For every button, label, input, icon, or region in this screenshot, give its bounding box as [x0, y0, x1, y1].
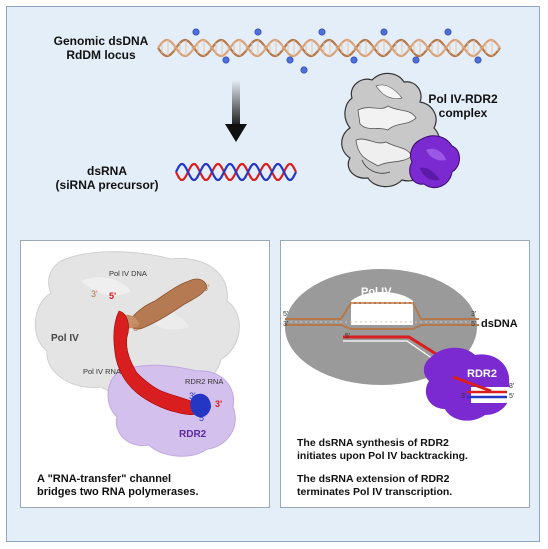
dsrna-label-line2: (siRNA precursor) — [55, 178, 159, 192]
left-panel: Pol IV DNA 5' 3' 5' 5' Pol IV Pol IV RNA… — [20, 240, 270, 508]
genomic-label-line2: RdDM locus — [66, 48, 136, 62]
dsrna-label: dsRNA (siRNA precursor) — [52, 164, 162, 192]
right-caption2-line2: terminates Pol IV transcription. — [297, 486, 453, 498]
methyl-mark-icon — [474, 56, 482, 64]
right-caption2-line1: The dsRNA extension of RDR2 — [297, 473, 450, 485]
dna-5prime-label-2: 5' — [133, 323, 140, 333]
left-caption-line1: A "RNA-transfer" channel — [37, 473, 172, 485]
right-caption1-line1: The dsRNA synthesis of RDR2 — [297, 437, 449, 449]
methyl-mark-icon — [222, 56, 230, 64]
pol4-rdr2-structure — [341, 72, 460, 188]
dsdna-label: dsDNA — [481, 318, 518, 330]
dna-5prime-label: 5' — [203, 283, 210, 293]
dna-3prime-label: 3' — [91, 289, 98, 299]
dsrna-label-line1: dsRNA — [86, 164, 127, 178]
rdr2-end-3prime-label: 3' — [509, 383, 515, 390]
dsrna-helix — [175, 162, 297, 182]
methyl-mark-icon — [254, 28, 262, 36]
methylation-marks — [192, 28, 482, 74]
rdr2-rna-label: RDR2 RNA — [185, 377, 224, 386]
methyl-mark-icon — [318, 28, 326, 36]
rna-transfer-structure — [34, 251, 240, 457]
pol4-rna-label: Pol IV RNA — [83, 367, 121, 376]
rdr2-label: RDR2 — [179, 429, 207, 440]
left-caption-line2: bridges two RNA polymerases. — [37, 486, 199, 498]
right-5prime-label: 5' — [471, 321, 477, 328]
pol4-dna-label: Pol IV DNA — [109, 269, 147, 278]
down-arrow-icon — [225, 80, 247, 142]
genomic-label-line1: Genomic dsDNA — [53, 34, 149, 48]
right-caption-1: The dsRNA synthesis of RDR2 initiates up… — [297, 437, 468, 463]
rdr2-3prime-label: 3' — [461, 393, 467, 400]
rdr2-rna-5prime-label: 5' — [199, 413, 206, 423]
methyl-mark-icon — [350, 56, 358, 64]
rdr2-rna-3prime-label: 3' — [189, 391, 196, 401]
right-caption-2: The dsRNA extension of RDR2 terminates P… — [297, 473, 452, 499]
complex-label-line1: Pol IV-RDR2 — [428, 92, 498, 106]
pol4-rdr2-complex-label: Pol IV-RDR2 complex — [408, 92, 518, 120]
right-3prime-label: 3' — [471, 311, 477, 318]
pol4-label: Pol IV — [51, 333, 79, 344]
rna-5prime-label-right: 5' — [345, 333, 351, 340]
methyl-mark-icon — [444, 28, 452, 36]
rna-5prime-label: 5' — [109, 291, 117, 301]
rdr2-label-right: RDR2 — [467, 368, 497, 380]
left-3prime-label: 3' — [283, 321, 289, 328]
methyl-mark-icon — [380, 28, 388, 36]
right-caption1-line2: initiates upon Pol IV backtracking. — [297, 450, 468, 462]
methyl-mark-icon — [286, 56, 294, 64]
methyl-mark-icon — [412, 56, 420, 64]
right-panel: Pol IV dsDNA 5' 3' 3' 5' 5' RDR2 3' 3' 5… — [280, 240, 530, 508]
mechanism-schematic — [285, 269, 521, 421]
complex-label-line2: complex — [438, 106, 488, 120]
left-caption: A "RNA-transfer" channel bridges two RNA… — [37, 473, 199, 499]
methyl-mark-icon — [192, 28, 200, 36]
rdr2-end-5prime-label: 5' — [509, 393, 515, 400]
methyl-mark-icon — [300, 66, 308, 74]
genomic-dsdna-label: Genomic dsDNA RdDM locus — [52, 34, 150, 62]
pol4-label-right: Pol IV — [361, 286, 392, 298]
genomic-dsdna-helix — [157, 38, 501, 58]
left-5prime-label: 5' — [283, 311, 289, 318]
rna-3prime-label: 3' — [215, 399, 223, 409]
